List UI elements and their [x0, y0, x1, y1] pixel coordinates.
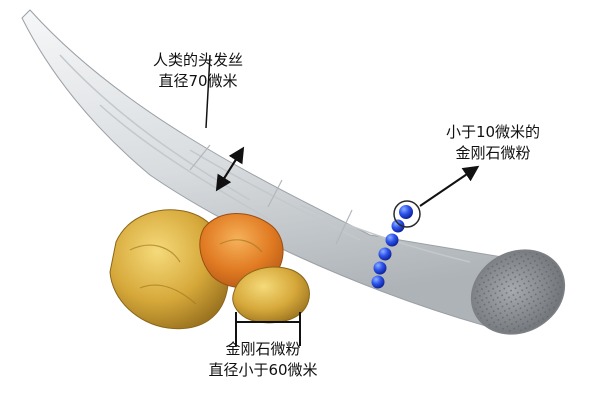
coarse-diamond-particles [109, 209, 310, 330]
coarse-label-line1: 金刚石微粉 [225, 340, 301, 358]
fine-diamond-label: 小于10微米的 金刚石微粉 [418, 122, 568, 164]
coarse-diameter-measure [235, 312, 301, 346]
fine-particle-pointer-arrow [419, 165, 480, 207]
fine-diamond-particles [371, 200, 421, 289]
hair-label-line1: 人类的头发丝 [152, 51, 243, 69]
hair-cross-section [470, 249, 566, 335]
hair-diameter-label: 人类的头发丝 直径70微米 [128, 50, 268, 92]
coarse-diamond-label: 金刚石微粉 直径小于60微米 [198, 339, 328, 381]
fine-label-line2: 金刚石微粉 [455, 144, 531, 162]
fine-label-line1: 小于10微米的 [445, 123, 541, 141]
hair-diameter-arrow [205, 54, 245, 192]
hair-label-line2: 直径70微米 [158, 72, 238, 90]
coarse-label-line2: 直径小于60微米 [208, 361, 318, 379]
